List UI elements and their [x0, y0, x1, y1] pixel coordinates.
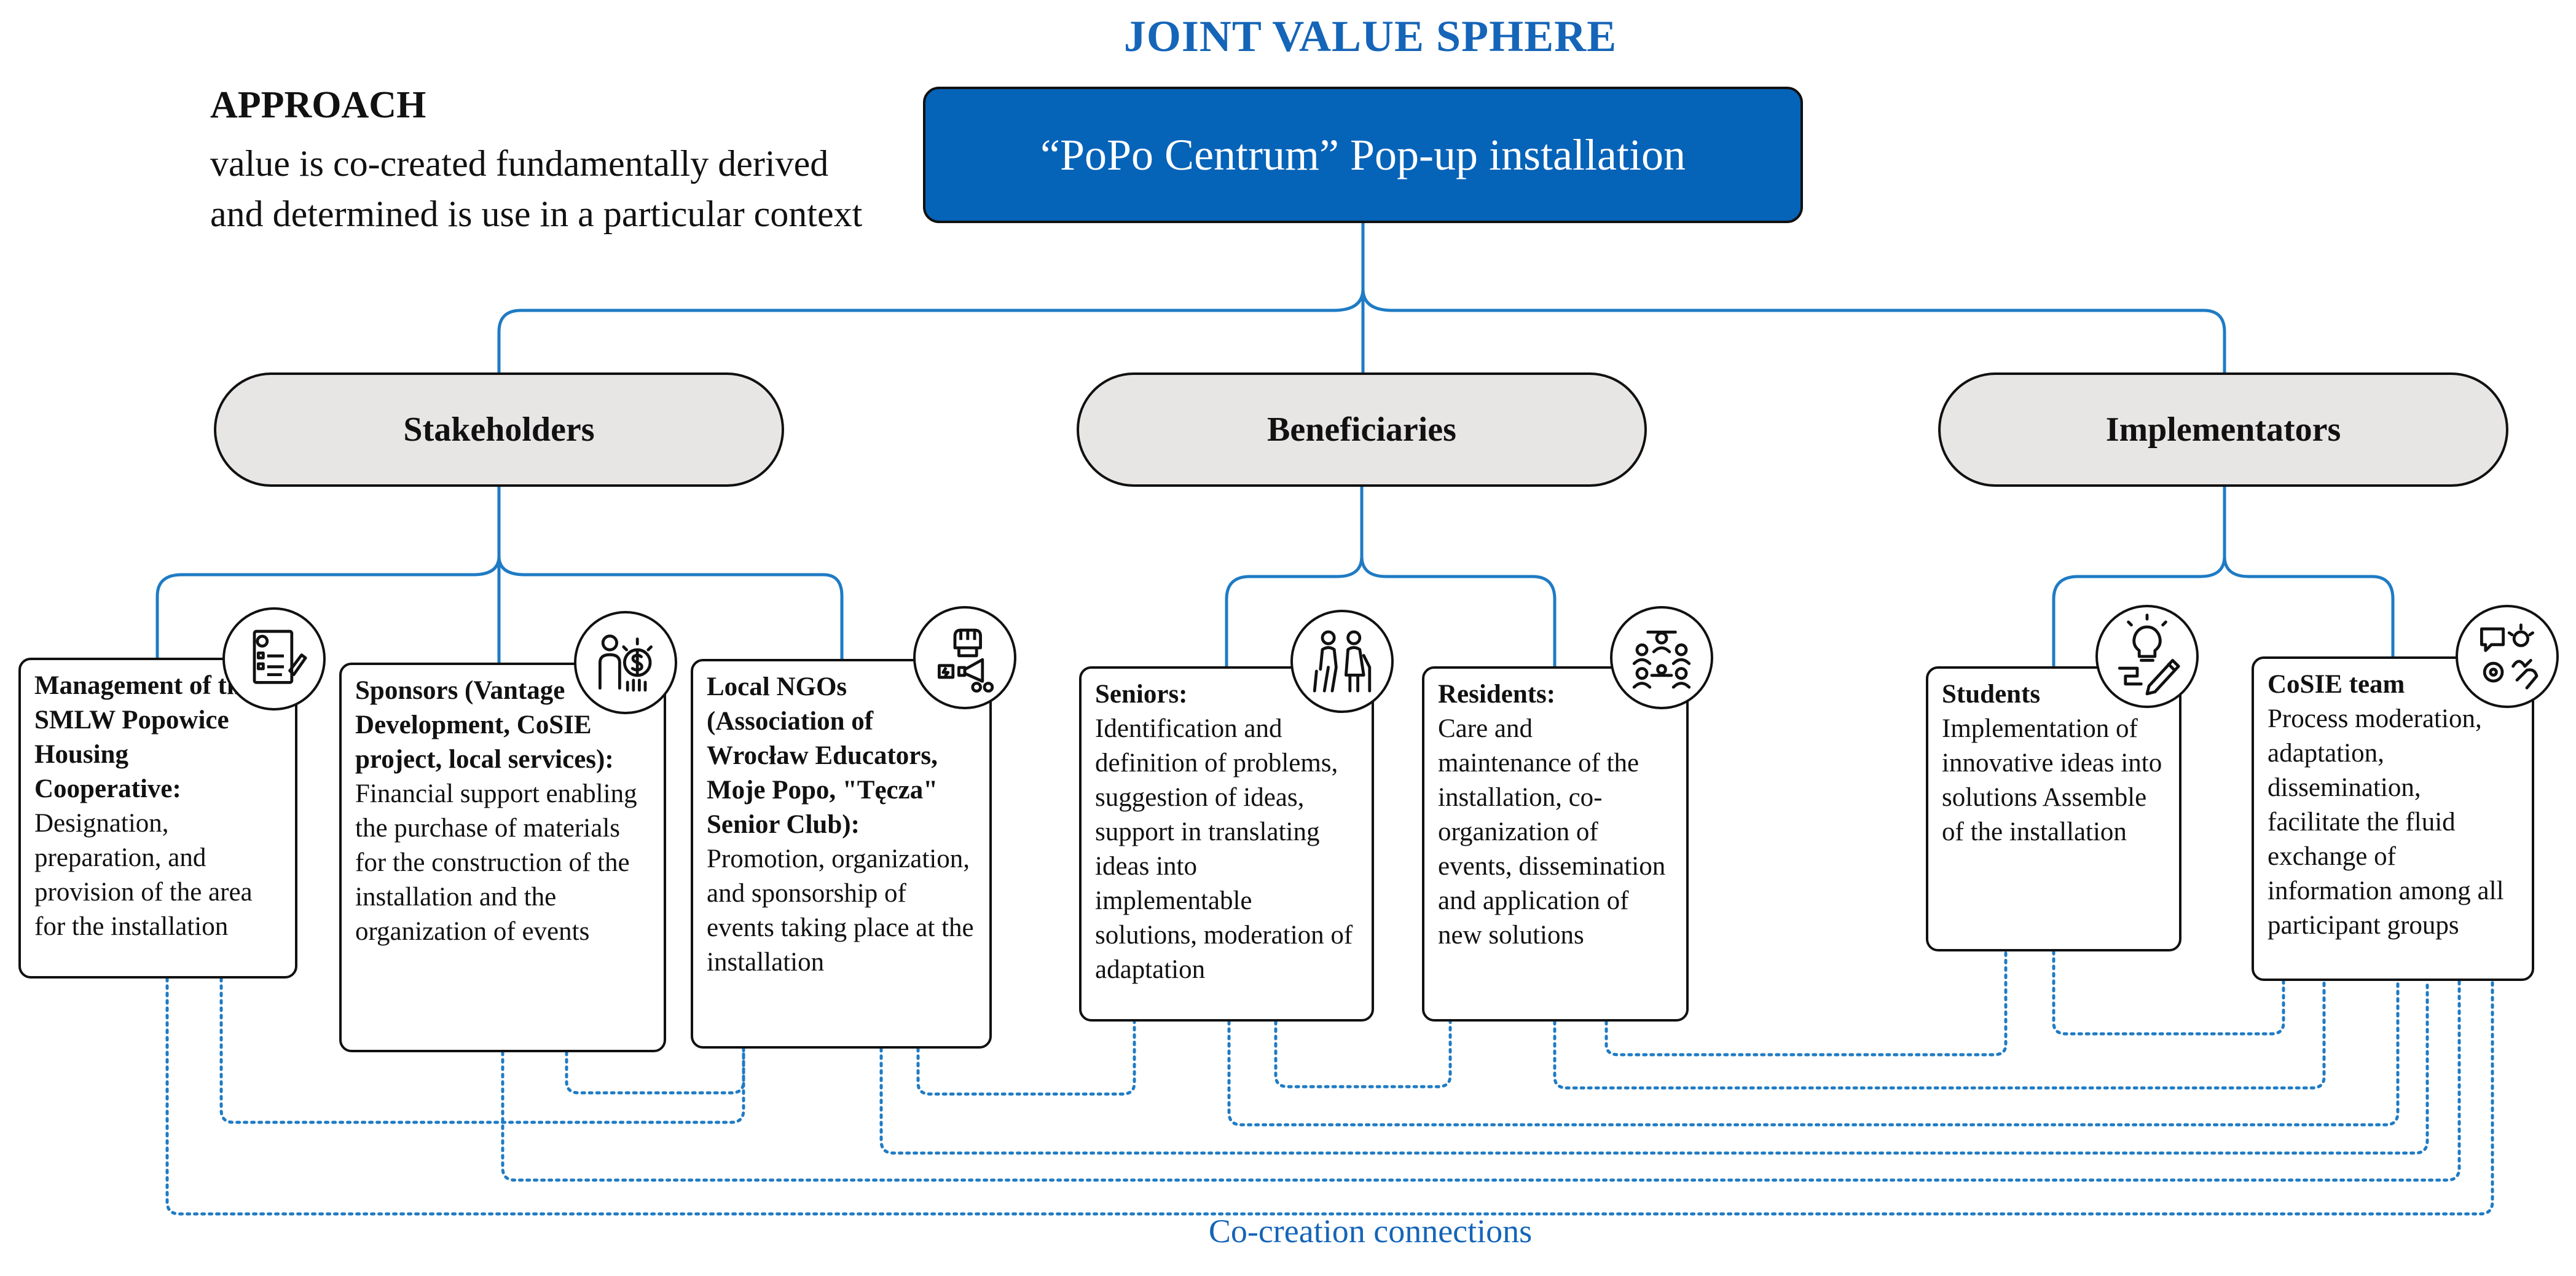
co-creation-dotted-links: [165, 950, 2494, 1216]
card-management: Management of the SMLW Popowice Housing …: [18, 658, 297, 979]
card-management-title: Management of the SMLW Popowice Housing …: [34, 671, 253, 803]
seniors-icon: [1290, 610, 1394, 713]
card-sponsors: Sponsors (Vantage Development, CoSIE pro…: [339, 663, 666, 1052]
card-residents-title: Residents:: [1438, 680, 1556, 709]
card-students-title: Students: [1942, 680, 2041, 709]
approach-line-1: value is co-created fundamentally derive…: [210, 143, 829, 184]
card-local-ngos-title: Local NGOs (Association of Wrocław Educa…: [707, 672, 938, 839]
diagram-title: JOINT VALUE SPHERE: [1123, 12, 1617, 61]
card-seniors-title: Seniors:: [1095, 680, 1188, 709]
co-creation-connections-label: Co-creation connections: [1208, 1213, 1533, 1250]
approach-heading: APPROACH: [210, 84, 426, 126]
idea-pencil-icon: [2095, 605, 2199, 708]
team-collaboration-icon: [2456, 605, 2559, 708]
category-beneficiaries: Beneficiaries: [1077, 372, 1647, 487]
approach-block: APPROACH value is co-created fundamental…: [210, 84, 948, 239]
card-seniors: Seniors: Identification and definition o…: [1079, 666, 1374, 1022]
card-residents-description: Care and maintenance of the installation…: [1438, 714, 1666, 950]
card-cosie-team: CoSIE team Process moderation, adaptatio…: [2252, 656, 2534, 981]
approach-line-2: and determined is use in a particular co…: [210, 194, 863, 234]
category-implementators: Implementators: [1938, 372, 2508, 487]
connector-to-stakeholders: [497, 288, 1365, 372]
card-students-description: Implementation of innovative ideas into …: [1942, 714, 2162, 846]
card-management-description: Designation, preparation, and provision …: [34, 809, 253, 941]
connector-to-implementators: [1361, 288, 2226, 372]
category-stakeholders: Stakeholders: [214, 372, 784, 487]
card-cosie-team-title: CoSIE team: [2268, 670, 2405, 699]
community-network-icon: [1610, 606, 1713, 709]
central-installation-box: “PoPo Centrum” Pop-up installation: [923, 87, 1803, 223]
card-local-ngos-description: Promotion, organization, and sponsorship…: [707, 845, 974, 977]
card-cosie-team-description: Process moderation, adaptation, dissemin…: [2268, 704, 2504, 940]
card-seniors-description: Identification and definition of problem…: [1095, 714, 1353, 984]
card-sponsors-description: Financial support enabling the purchase …: [355, 779, 637, 946]
card-sponsors-title: Sponsors (Vantage Development, CoSIE pro…: [355, 676, 614, 774]
document-settings-icon: [222, 607, 326, 711]
money-person-icon: [574, 611, 677, 714]
megaphone-fist-icon: [913, 606, 1016, 709]
card-local-ngos: Local NGOs (Association of Wrocław Educa…: [691, 659, 992, 1049]
card-residents: Residents: Care and maintenance of the i…: [1422, 666, 1689, 1022]
card-students: Students Implementation of innovative id…: [1926, 666, 2181, 951]
